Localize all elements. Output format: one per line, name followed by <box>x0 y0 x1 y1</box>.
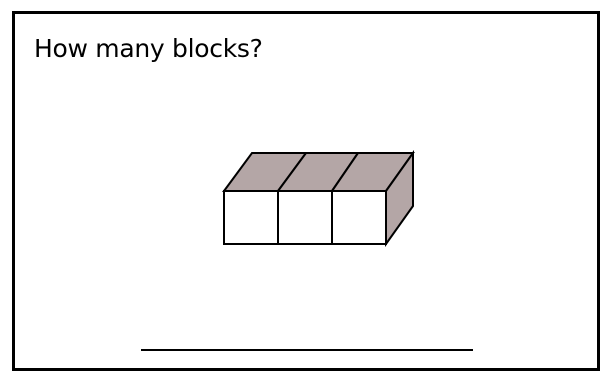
block-1-front <box>224 191 278 244</box>
blocks-figure <box>0 0 604 358</box>
block-2-front <box>278 191 332 244</box>
block-3-front <box>332 191 386 244</box>
